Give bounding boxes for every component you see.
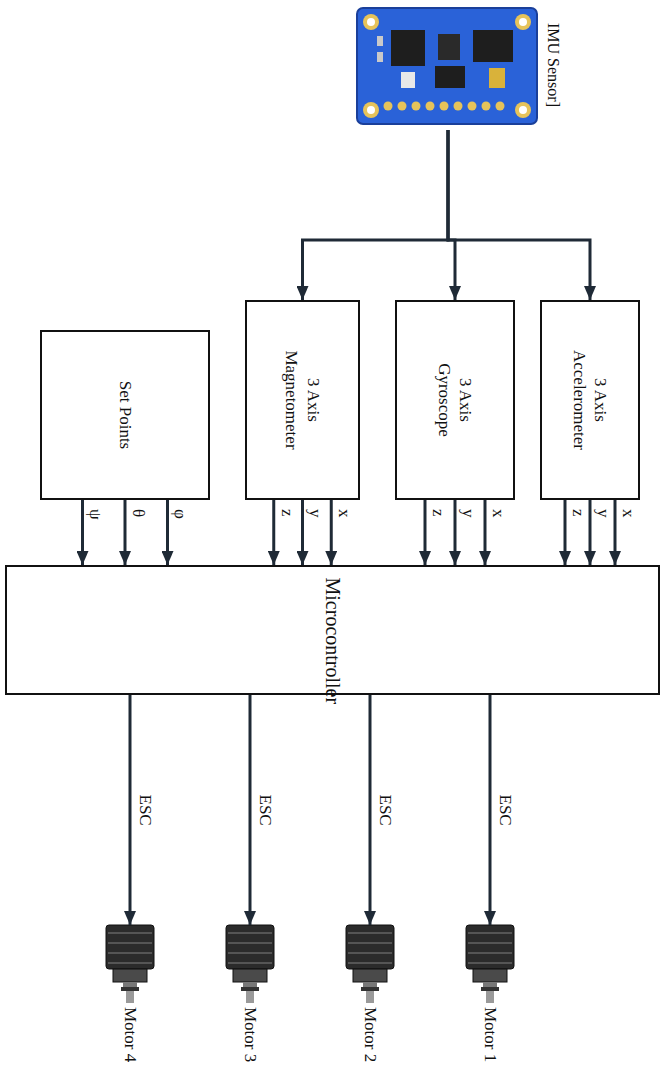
signal-arrow bbox=[369, 695, 372, 925]
node-label: Microcontroller bbox=[320, 578, 345, 683]
signal-label: z bbox=[568, 506, 588, 520]
motor: Motor 2 bbox=[340, 925, 400, 1075]
setpoint-box: Set Points bbox=[40, 330, 210, 500]
node-label: Motor 4 bbox=[120, 1007, 140, 1062]
node-label: IMU Sensor] bbox=[544, 23, 562, 107]
signal-arrow bbox=[124, 500, 127, 565]
signal-arrow bbox=[589, 500, 592, 565]
motor-pictures bbox=[106, 925, 514, 1003]
node-label: Motor 1 bbox=[480, 1007, 500, 1062]
signal-label: ψ bbox=[86, 506, 106, 523]
motor: Motor 4 bbox=[100, 925, 160, 1075]
node-label: Set Points bbox=[114, 381, 135, 450]
signal-arrow bbox=[454, 500, 457, 565]
motor: Motor 1 bbox=[460, 925, 520, 1075]
signal-arrow bbox=[564, 500, 567, 565]
controller-box: Microcontroller bbox=[5, 565, 660, 695]
signal-arrow bbox=[424, 500, 427, 565]
signal-label: z bbox=[428, 506, 448, 520]
signal-label: x bbox=[334, 506, 354, 521]
signal-label: y bbox=[306, 506, 326, 521]
signal-label: ESC bbox=[375, 792, 395, 829]
node-label: 3 Axis Accelerometer bbox=[569, 348, 612, 453]
signal-arrow bbox=[484, 500, 487, 565]
signal-arrow bbox=[489, 695, 492, 925]
signal-arrow bbox=[249, 695, 252, 925]
signal-label: y bbox=[593, 506, 613, 521]
sensor-box: 3 Axis Accelerometer bbox=[540, 300, 640, 500]
signal-arrow bbox=[303, 130, 449, 300]
node-label: 3 Axis Gyroscope bbox=[434, 348, 477, 453]
signal-label: z bbox=[277, 506, 297, 520]
node-label: Motor 2 bbox=[360, 1007, 380, 1062]
signal-arrow bbox=[166, 500, 169, 565]
signal-arrow bbox=[330, 500, 333, 565]
signal-arrow bbox=[272, 500, 275, 565]
node-label: Motor 3 bbox=[240, 1007, 260, 1062]
signal-label: x bbox=[618, 506, 638, 521]
motor: Motor 3 bbox=[220, 925, 280, 1075]
imu-board bbox=[357, 8, 537, 124]
signal-arrow bbox=[81, 500, 84, 565]
signal-label: ESC bbox=[255, 792, 275, 829]
signal-arrow bbox=[301, 500, 304, 565]
signal-label: ESC bbox=[135, 792, 155, 829]
signal-label: x bbox=[488, 506, 508, 521]
signal-arrow bbox=[129, 695, 132, 925]
signal-label: y bbox=[458, 506, 478, 521]
signal-arrow bbox=[448, 130, 590, 300]
sensor-box: 3 Axis Gyroscope bbox=[395, 300, 515, 500]
signal-label: φ bbox=[171, 506, 191, 522]
signal-label: θ bbox=[128, 506, 148, 520]
node-label: 3 Axis Magnetometer bbox=[281, 348, 324, 453]
signal-label: ESC bbox=[495, 792, 515, 829]
sensor-box: 3 Axis Magnetometer bbox=[245, 300, 360, 500]
sensor-module: IMU Sensor] bbox=[350, 0, 565, 130]
signal-arrow bbox=[614, 500, 617, 565]
